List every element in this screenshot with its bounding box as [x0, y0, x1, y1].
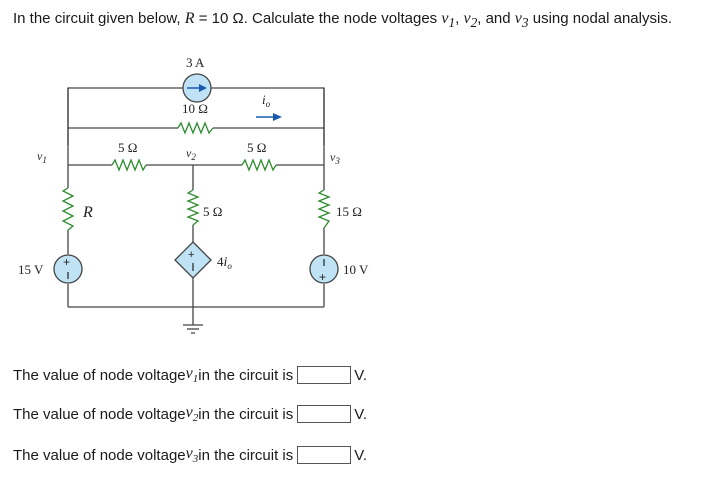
node-v1-label: v1	[37, 149, 47, 165]
io-arrow-icon	[256, 113, 282, 121]
io-label: io	[262, 92, 271, 109]
answer-input-v1[interactable]	[297, 366, 352, 385]
answer-input-v3[interactable]	[297, 446, 352, 465]
resistor-15ohm-icon	[317, 189, 331, 229]
dependent-source-icon: +	[174, 241, 212, 279]
resistor-15ohm-label: 15 Ω	[336, 204, 362, 219]
resistor-5ohm-left-label: 5 Ω	[118, 140, 137, 155]
resistor-5ohm-left-icon	[111, 158, 147, 172]
node-v3-label: v3	[330, 150, 340, 166]
resistor-5ohm-center-icon	[186, 189, 200, 226]
resistor-R-label: R	[82, 204, 93, 221]
answer-var: v2	[185, 404, 199, 425]
resistor-5ohm-right-label: 5 Ω	[247, 140, 266, 155]
voltage-source-15v-icon: +	[53, 254, 83, 284]
circuit-diagram: 3 A 10 Ω 5 Ω 5 Ω 5 Ω R 15 Ω io v1 v2 v3 …	[18, 55, 369, 334]
answer-input-v2[interactable]	[297, 405, 352, 424]
resistor-5ohm-center-label: 5 Ω	[203, 204, 222, 219]
answer-row-v1: The value of node voltage v1 in the circ…	[13, 365, 368, 386]
svg-text:+: +	[319, 270, 326, 284]
node-v2-label: v2	[186, 146, 196, 162]
resistor-10ohm-icon	[177, 121, 214, 135]
svg-text:+: +	[63, 255, 70, 269]
current-source-label: 3 A	[186, 55, 205, 70]
voltage-source-10v-label: 10 V	[343, 262, 369, 277]
answer-var: v1	[185, 365, 199, 386]
voltage-source-10v-icon: +	[309, 254, 339, 284]
voltage-source-15v-label: 15 V	[18, 262, 44, 277]
ground-icon	[183, 324, 203, 334]
svg-text:+: +	[188, 249, 194, 261]
answer-var: v3	[185, 445, 199, 466]
question-text: In the circuit given below, R = 10 Ω. Ca…	[13, 10, 672, 31]
resistor-5ohm-right-icon	[241, 158, 277, 172]
answer-row-v2: The value of node voltage v2 in the circ…	[13, 404, 368, 425]
answer-row-v3: The value of node voltage v3 in the circ…	[13, 445, 368, 466]
resistor-R-icon	[61, 187, 75, 231]
current-source-icon	[182, 73, 212, 103]
wires	[67, 87, 325, 325]
resistor-10ohm-label: 10 Ω	[182, 101, 208, 116]
dependent-source-label: 4io	[217, 254, 232, 271]
